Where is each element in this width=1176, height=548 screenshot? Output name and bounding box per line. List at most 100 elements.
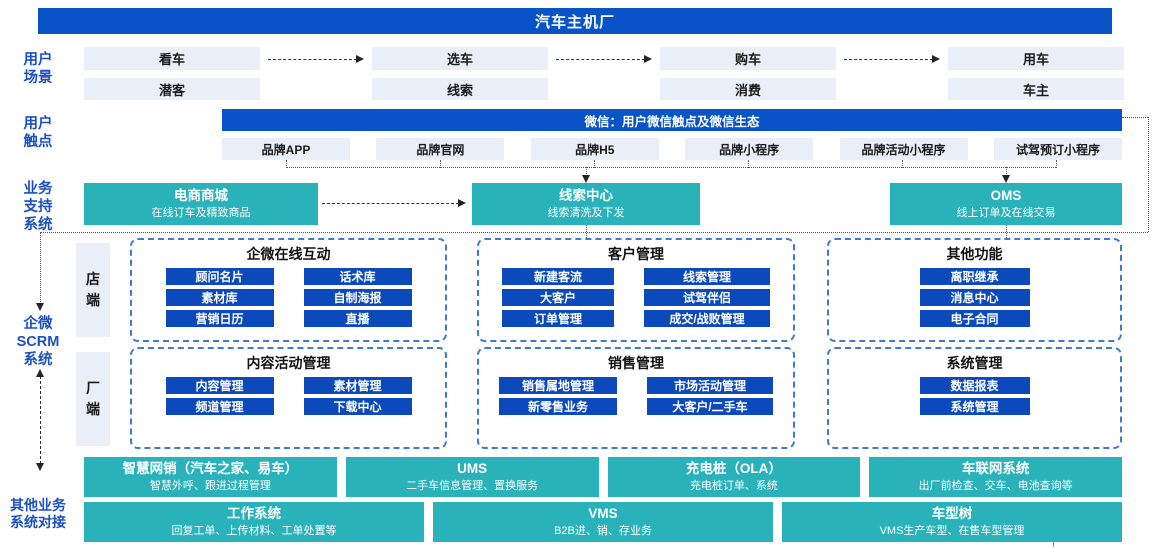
stage-gap xyxy=(548,47,660,70)
group-title: 销售管理 xyxy=(608,355,664,371)
tab-char: 店 xyxy=(86,271,100,287)
feature-button: 内容管理 xyxy=(165,377,274,394)
external-row-2: 工作系统 回复工单、上传材料、工单处置等 VMS B2B进、销、存业务 车型树 … xyxy=(84,502,1122,542)
group-items: 新建客流 线索管理 大客户 试驾伴侣 订单管理 成交/战败管理 xyxy=(479,268,793,327)
system-title: 电商商城 xyxy=(174,188,228,204)
tab-char: 端 xyxy=(86,401,100,417)
group-wecom-interaction: 企微在线互动 顾问名片 话术库 素材库 自制海报 营销日历 直播 xyxy=(130,238,447,342)
group-content-activity: 内容活动管理 内容管理 素材管理 频道管理 下载中心 xyxy=(130,347,447,449)
channel-box: 品牌活动小程序 xyxy=(839,138,968,160)
connector-stub xyxy=(748,160,749,168)
rail-line: 用户 xyxy=(23,52,53,68)
channel-row: 品牌APP 品牌官网 品牌H5 品牌小程序 品牌活动小程序 试驾预订小程序 xyxy=(222,138,1122,160)
arrow-up-icon xyxy=(1049,535,1057,547)
stage-box: 购车 xyxy=(660,47,836,70)
connector-stub xyxy=(586,225,587,238)
stage-box: 用车 xyxy=(948,47,1124,70)
feature-button: 素材管理 xyxy=(303,377,412,394)
arrow-up-down-icon xyxy=(35,369,44,471)
feature-button: 顾问名片 xyxy=(165,268,274,285)
group-items: 销售属地管理 市场活动管理 新零售业务 大客户/二手车 xyxy=(479,377,793,415)
external-box-model-tree: 车型树 VMS生产车型、在售车型管理 xyxy=(782,502,1122,542)
feature-button: 销售属地管理 xyxy=(499,377,617,394)
status-box: 潜客 xyxy=(84,78,260,100)
feature-button: 营销日历 xyxy=(165,310,274,327)
feature-button: 市场活动管理 xyxy=(647,377,773,394)
feature-button: 新零售业务 xyxy=(499,398,617,415)
external-box-vms: VMS B2B进、销、存业务 xyxy=(433,502,773,542)
system-subtitle: 线上订单及在线交易 xyxy=(956,206,1056,219)
loop-connector xyxy=(1148,117,1149,232)
tab-char: 厂 xyxy=(86,380,100,396)
loop-connector xyxy=(40,232,1148,233)
system-title: 智慧网销（汽车之家、易车） xyxy=(122,461,299,477)
group-title: 客户管理 xyxy=(608,246,664,262)
rail-line: 系统 xyxy=(23,216,53,233)
feature-button: 话术库 xyxy=(303,268,412,285)
group-items: 顾问名片 话术库 素材库 自制海报 营销日历 直播 xyxy=(132,268,445,327)
external-box-smart-sales: 智慧网销（汽车之家、易车） 智慧外呼、跟进过程管理 xyxy=(84,457,337,497)
external-box-charging-pile: 充电桩（OLA） 充电桩订单、系统 xyxy=(607,457,861,497)
channel-box: 试驾预订小程序 xyxy=(993,138,1122,160)
loop-connector xyxy=(1122,117,1148,118)
system-title: 车联网系统 xyxy=(961,461,1030,477)
journey-stage-row: 看车 选车 购车 用车 xyxy=(84,47,1124,70)
status-gap xyxy=(836,78,948,100)
system-subtitle: 在线订车及精致商品 xyxy=(151,206,251,219)
channel-box: 品牌H5 xyxy=(530,138,659,160)
feature-button: 离职继承 xyxy=(919,268,1030,285)
rail-label-business-support: 业务 支持 系统 xyxy=(2,181,74,235)
system-title: 车型树 xyxy=(931,506,973,522)
group-title: 企微在线互动 xyxy=(246,246,331,262)
arrow-down-icon xyxy=(35,232,44,311)
channel-box: 品牌官网 xyxy=(376,138,505,160)
wechat-touchpoint-bar: 微信：用户微信触点及微信生态 xyxy=(222,109,1122,131)
group-system-management: 系统管理 数据报表 系统管理 xyxy=(827,347,1122,449)
group-items: 内容管理 素材管理 频道管理 下载中心 xyxy=(132,377,445,415)
system-subtitle: B2B进、销、存业务 xyxy=(554,524,652,537)
feature-button: 订单管理 xyxy=(502,310,614,327)
group-title: 系统管理 xyxy=(946,355,1003,371)
external-box-work-system: 工作系统 回复工单、上传材料、工单处置等 xyxy=(84,502,424,542)
system-title: OMS xyxy=(990,188,1022,204)
rail-line: 其他业务 xyxy=(10,497,66,513)
status-box: 线索 xyxy=(372,78,548,100)
connector-stub xyxy=(1006,225,1007,238)
feature-button: 系统管理 xyxy=(919,398,1030,415)
rail-line: 用户 xyxy=(23,116,53,132)
group-title: 内容活动管理 xyxy=(246,355,331,371)
connector-stub xyxy=(594,160,595,168)
group-other-functions: 其他功能 离职继承 消息中心 电子合同 xyxy=(827,238,1122,342)
tab-factory-side: 厂 端 xyxy=(76,352,110,446)
stage-box: 选车 xyxy=(372,47,548,70)
feature-button: 试驾伴侣 xyxy=(644,289,770,306)
rail-line: SCRM xyxy=(16,333,60,350)
arrow-down-icon xyxy=(1001,167,1010,183)
system-title: 充电桩（OLA） xyxy=(685,461,782,477)
rail-label-user-scene: 用户 场景 xyxy=(2,52,74,88)
system-subtitle: 智慧外呼、跟进过程管理 xyxy=(149,479,271,492)
group-title: 其他功能 xyxy=(946,246,1003,262)
rail-line: 系统 xyxy=(23,351,53,368)
feature-button: 大客户 xyxy=(502,289,614,306)
rail-label-external-systems: 其他业务 系统对接 xyxy=(2,497,74,532)
status-box: 车主 xyxy=(948,78,1124,100)
arrow-right-icon xyxy=(844,54,940,63)
group-items: 离职继承 消息中心 电子合同 xyxy=(829,268,1120,327)
feature-button: 素材库 xyxy=(165,289,274,306)
system-subtitle: 出厂前检查、交车、电池查询等 xyxy=(918,479,1073,492)
group-sales-management: 销售管理 销售属地管理 市场活动管理 新零售业务 大客户/二手车 xyxy=(477,347,795,449)
status-box: 消费 xyxy=(660,78,836,100)
connector-line xyxy=(286,167,1056,168)
connector-stub xyxy=(440,160,441,168)
system-subtitle: 线索清洗及下发 xyxy=(547,206,625,219)
system-subtitle: 回复工单、上传材料、工单处置等 xyxy=(171,524,337,537)
feature-button: 消息中心 xyxy=(919,289,1030,306)
arrow-right-icon xyxy=(556,54,652,63)
tab-char: 端 xyxy=(86,292,100,308)
feature-button: 大客户/二手车 xyxy=(647,398,773,415)
rail-line: 触点 xyxy=(23,133,53,150)
channel-box: 品牌小程序 xyxy=(685,138,814,160)
feature-button: 数据报表 xyxy=(919,377,1030,394)
